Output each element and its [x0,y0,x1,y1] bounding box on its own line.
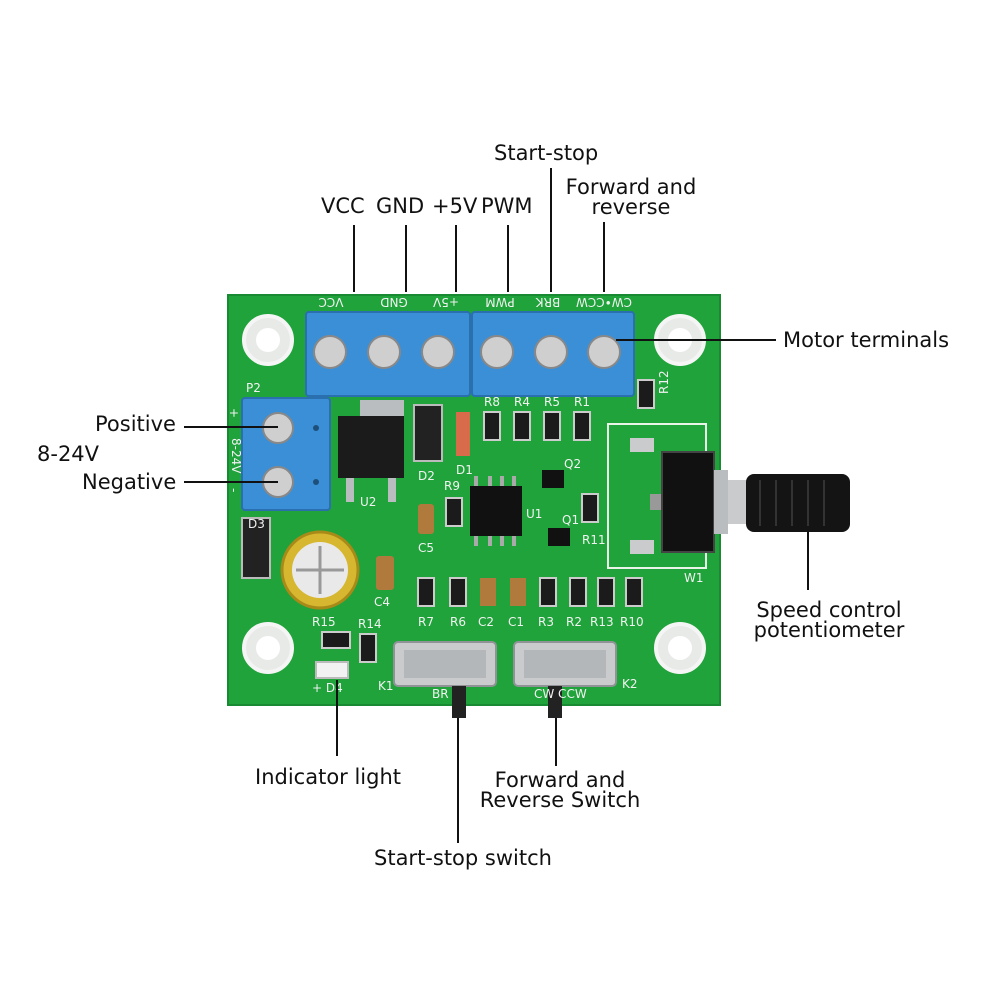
silk-r4: R4 [514,395,530,409]
silk-c5: C5 [418,541,434,555]
silk-q2: Q2 [564,457,581,471]
speed-potentiometer [630,438,850,554]
power-terminal-block [241,397,331,511]
silk-minus: - [227,488,241,492]
silk-vcc: VCC [319,295,344,309]
silk-c4: C4 [374,595,390,609]
label-pwm: PWM [481,194,533,218]
control-terminal-block [471,311,635,397]
resistor-r15 [321,631,351,649]
resistor-r9 [445,497,463,527]
silk-8-24v: 8-24V [229,438,243,474]
silk-cw: CW CCW [534,687,587,701]
silk-pwm: PWM [485,295,514,309]
silk-gnd: GND [380,295,408,309]
silk-r13: R13 [590,615,614,629]
silk-c1: C1 [508,615,524,629]
silk-u1: U1 [526,507,542,521]
silk-p2: P2 [246,381,261,395]
label-speed-potentiometer-line2: potentiometer [753,618,905,642]
silk-r11: R11 [582,533,606,547]
silk-r6: R6 [450,615,466,629]
ic-u1 [470,476,522,546]
label-forward-reverse-line2: reverse [591,195,671,219]
silk-plus: + [227,408,241,418]
leader-lines [184,168,809,843]
start-stop-slide-switch [393,641,497,718]
label-forward-reverse: Forward and reverse [548,175,714,219]
silk-w1: W1 [684,571,704,585]
silk-k1: K1 [378,679,394,693]
silk-r9: R9 [444,479,460,493]
diode-d2 [413,404,443,462]
forward-reverse-slide-switch [513,641,617,718]
label-motor-terminals: Motor terminals [783,328,950,352]
label-speed-potentiometer: Speed control potentiometer [744,598,914,642]
label-forward-reverse-switch-line1: Forward and [494,768,626,792]
label-negative: Negative [82,470,177,494]
resistor-r12 [637,379,655,409]
silk-r15: R15 [312,615,336,629]
silk-r1: R1 [574,395,590,409]
label-start-stop-switch: Start-stop switch [374,846,552,870]
label-forward-reverse-switch: Forward and Reverse Switch [472,768,648,812]
indicator-led-d4 [315,661,349,679]
silk-q1: Q1 [562,513,579,527]
silk-brk: BRK [535,295,561,309]
label-gnd: GND [376,194,425,218]
label-speed-potentiometer-line1: Speed control [756,598,902,622]
label-plus5v: +5V [432,194,478,218]
label-positive: Positive [95,412,176,436]
label-forward-reverse-switch-line2: Reverse Switch [479,788,641,812]
silk-k2: K2 [622,677,638,691]
silk-r14: R14 [358,617,382,631]
silk-r5: R5 [544,395,560,409]
transistor-q1 [548,528,570,546]
silk-u2: U2 [360,495,376,509]
label-voltage-range: 8-24V [37,442,100,466]
regulator-u2 [338,400,404,502]
electrolytic-capacitor [280,530,360,610]
label-indicator-light: Indicator light [255,765,402,789]
silk-r2: R2 [566,615,582,629]
silk-br: BR [432,687,449,701]
label-forward-reverse-line1: Forward and [565,175,697,199]
silk-cw-ccw: CW•CCW [576,295,632,309]
diode-d3 [241,517,271,579]
resistor-row-bottom [417,577,643,607]
transistor-q2 [542,470,564,488]
silkscreen-top-header: VCC GND +5V PWM BRK CW•CCW [319,295,632,309]
silk-r12: R12 [657,370,671,394]
silk-r3: R3 [538,615,554,629]
resistor-r11 [581,493,599,523]
silk-d1: D1 [456,463,473,477]
silk-d2: D2 [418,469,435,483]
silk-r8: R8 [484,395,500,409]
resistor-row-top [483,411,591,441]
silk-c2: C2 [478,615,494,629]
signal-terminal-block [305,311,471,397]
silk-d4: + D4 [312,681,343,695]
capacitor-c5 [418,504,434,534]
silk-5v: +5V [432,295,459,309]
label-vcc: VCC [321,194,365,218]
capacitor-c4 [376,556,394,590]
silkscreen-bottom-row: R7 R6 C2 C1 R3 R2 R13 R10 [418,615,644,629]
silk-d3: D3 [248,517,265,531]
diode-d1 [456,412,470,456]
label-start-stop: Start-stop [494,141,599,165]
resistor-r14 [359,633,377,663]
silk-r7: R7 [418,615,434,629]
silk-r10: R10 [620,615,644,629]
